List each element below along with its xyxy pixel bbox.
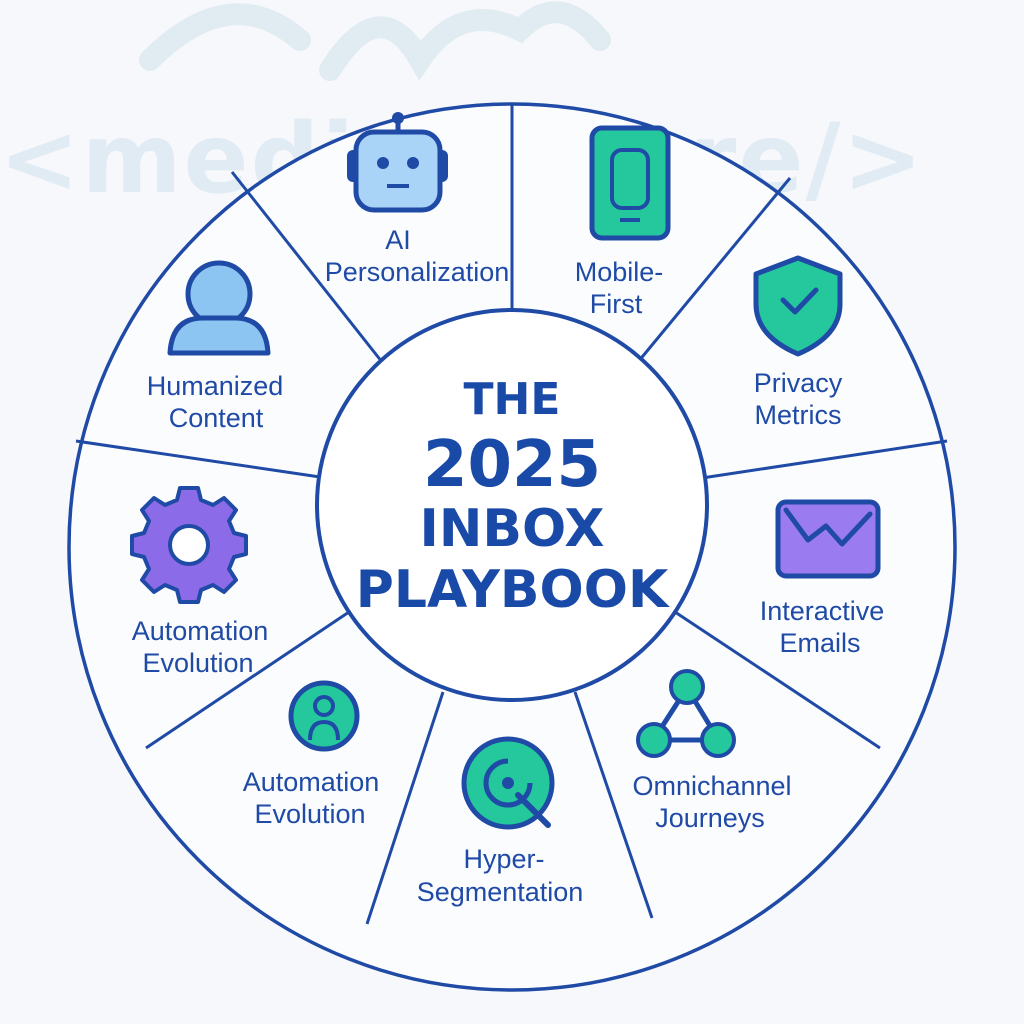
- envelope-chart-icon: [775, 499, 881, 579]
- smartphone-icon: [589, 125, 671, 241]
- segment-label-line-1: Interactive: [760, 596, 885, 626]
- segment-label-line-2: Journeys: [655, 803, 765, 833]
- segment-hyper-segmentation: Hyper- Segmentation: [417, 736, 584, 907]
- segment-ai-personalization: AI Personalization: [325, 112, 510, 287]
- segment-humanized-content: Humanized Content: [147, 260, 284, 433]
- segment-label-line-2: Content: [169, 403, 264, 433]
- title-line-year: 2025: [423, 428, 601, 502]
- shield-check-icon: [753, 255, 843, 357]
- segment-interactive-emails: Interactive Emails: [760, 499, 885, 658]
- title-line-playbook: PLAYBOOK: [356, 560, 670, 620]
- segment-privacy-metrics: Privacy Metrics: [753, 255, 843, 430]
- segment-omnichannel-journeys: Omnichannel Journeys: [632, 669, 792, 833]
- segment-label-line-1: Omnichannel: [632, 771, 791, 801]
- robot-icon: [347, 112, 448, 213]
- target-icon: [461, 736, 555, 830]
- segment-label-line-1: AI: [385, 225, 411, 255]
- segment-label-line-1: Privacy: [754, 368, 843, 398]
- segment-label-line-2: Evolution: [142, 648, 253, 678]
- person-icon: [167, 260, 271, 356]
- gear-icon: [130, 486, 248, 604]
- segment-label-line-1: Mobile-: [575, 257, 664, 287]
- segment-label-line-1: Hyper-: [463, 844, 544, 874]
- segment-label-line-1: Automation: [243, 767, 380, 797]
- segment-label-line-2: First: [590, 289, 643, 319]
- title-line-inbox: INBOX: [420, 499, 605, 559]
- segment-label-line-2: Emails: [779, 628, 860, 658]
- title-line-the: THE: [464, 374, 561, 425]
- segment-label-line-2: Personalization: [325, 257, 510, 287]
- user-circle-icon: [288, 680, 360, 752]
- segment-label-line-2: Metrics: [755, 400, 842, 430]
- segment-label-line-1: Humanized: [147, 371, 284, 401]
- segment-label-line-2: Evolution: [254, 799, 365, 829]
- center-title: THE 2025 INBOX PLAYBOOK: [356, 374, 670, 620]
- segment-label-line-2: Segmentation: [417, 877, 584, 907]
- segment-automation-evolution-lower: Automation Evolution: [243, 680, 380, 829]
- segment-automation-evolution-upper: Automation Evolution: [130, 486, 269, 678]
- segment-dividers: [75, 104, 948, 925]
- segment-mobile-first: Mobile- First: [575, 125, 671, 319]
- network-nodes-icon: [636, 669, 736, 758]
- segment-label-line-1: Automation: [132, 616, 269, 646]
- center-hub: [315, 308, 709, 702]
